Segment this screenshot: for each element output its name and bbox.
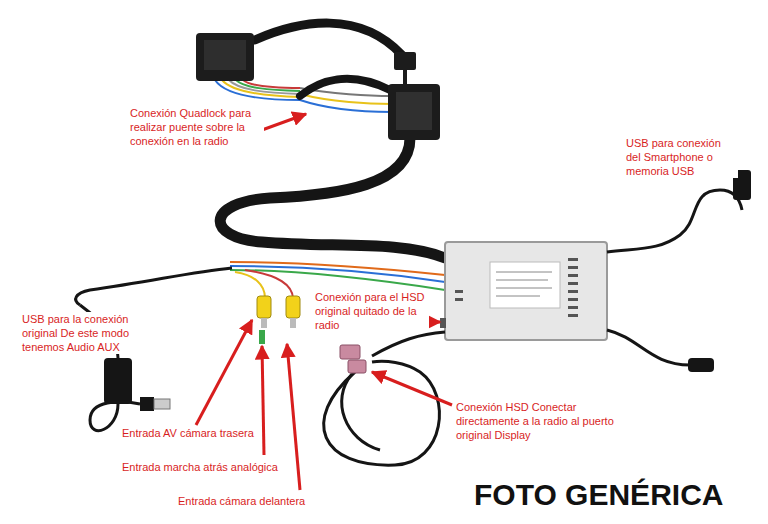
hsd-cable <box>324 332 445 465</box>
usb-cable <box>90 358 170 431</box>
callout-label: Conexión para el HSD original quitado de… <box>313 290 429 332</box>
callout-label: Entrada AV cámara trasera <box>120 426 256 440</box>
usb-cable-right <box>607 190 742 365</box>
watermark: FOTO GENÉRICA <box>474 478 723 512</box>
callout-label: Conexión Quadlock para realizar puente s… <box>128 106 264 148</box>
callout-label: USB para conexión del Smartphone o memor… <box>624 136 738 178</box>
callout-label: Conexión HSD Conectar directamente a la … <box>454 400 638 442</box>
callout-label: USB para la conexión original De este mo… <box>20 312 136 354</box>
callout-label: Entrada cámara delantera <box>176 494 307 508</box>
rca-plug <box>257 296 300 344</box>
cable-plug <box>688 358 714 372</box>
callout-label: Entrada marcha atrás analógica <box>120 460 280 474</box>
interface-module <box>440 242 607 340</box>
